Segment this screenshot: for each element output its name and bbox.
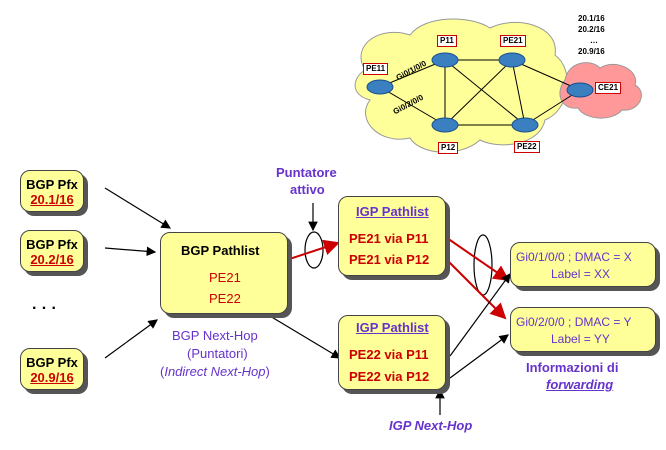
bgp-prefix-value: 20.9/16 — [30, 370, 74, 385]
igp-path-pe21-p12: PE21 via P12 — [349, 252, 430, 267]
forwarding-label: Label = XX — [551, 267, 611, 281]
bgp-prefix-value: 20.2/16 — [30, 252, 74, 267]
bgp-prefix-box-9: BGP Pfx 20.9/16 — [20, 348, 84, 390]
igp-pathlist-box-1: IGP Pathlist PE21 via P11 PE21 via P12 — [338, 196, 446, 276]
prefix-ellipsis: · · · — [32, 300, 57, 317]
topo-prefix-dots: … — [590, 36, 598, 45]
forwarding-info-label-2: forwarding — [546, 377, 614, 392]
igp-pathlist-title: IGP Pathlist — [356, 320, 429, 335]
router-label-pe22: PE22 — [514, 141, 540, 153]
bgp-prefix-box-2: BGP Pfx 20.2/16 — [20, 230, 84, 272]
router-label-pe21: PE21 — [500, 35, 526, 47]
router-label-p11: P11 — [437, 35, 457, 47]
arrow-pfx9 — [104, 319, 158, 359]
arrow-igp2-a — [449, 273, 511, 357]
igp-pathlist-box-2: IGP Pathlist PE22 via P11 PE22 via P12 — [338, 315, 446, 390]
forwarding-label: Label = YY — [551, 332, 610, 346]
bgp-pathlist-title: BGP Pathlist — [181, 243, 260, 258]
router-label-pe11: PE11 — [363, 63, 389, 75]
forwarding-interface: Gi0/2/0/0 ; DMAC = Y — [516, 315, 632, 329]
bgp-prefix-box-1: BGP Pfx 20.1/16 — [20, 170, 84, 212]
topo-prefix-2: 20.2/16 — [578, 25, 605, 34]
arrow-pfx1 — [104, 187, 172, 229]
ellipse-igp — [473, 234, 493, 296]
bgp-pathlist-box: BGP Pathlist PE21 PE22 — [160, 232, 288, 314]
bgp-prefix-title: BGP Pfx — [26, 355, 78, 370]
cloud-core — [354, 18, 568, 153]
forwarding-info-label: Informazioni di — [526, 360, 619, 375]
topo-prefix-9: 20.9/16 — [578, 47, 605, 56]
puntatore-label-2: attivo — [290, 182, 325, 197]
puntatore-label: Puntatore — [276, 165, 337, 180]
arrow-pfx2 — [104, 246, 157, 257]
topo-prefix-1: 20.1/16 — [578, 14, 605, 23]
router-label-p12: P12 — [438, 142, 459, 154]
bgp-nexthop-sub: (Puntatori) — [187, 346, 248, 361]
igp-pathlist-title: IGP Pathlist — [356, 204, 429, 219]
igp-nexthop-label: IGP Next-Hop — [389, 418, 473, 433]
bgp-prefix-title: BGP Pfx — [26, 177, 78, 192]
bgp-prefix-title: BGP Pfx — [26, 237, 78, 252]
forwarding-box-2: Gi0/2/0/0 ; DMAC = Y Label = YY — [510, 307, 656, 352]
bgp-nexthop-indirect: (Indirect Next-Hop) — [160, 364, 270, 379]
router-icons — [366, 52, 594, 133]
igp-path-pe22-p11: PE22 via P11 — [349, 347, 429, 362]
arrow-igp1-a — [446, 237, 510, 282]
forwarding-box-1: Gi0/1/0/0 ; DMAC = X Label = XX — [510, 242, 656, 287]
arrow-igp1-b — [446, 259, 507, 320]
bgp-pathlist-pe21: PE21 — [209, 270, 241, 285]
bgp-pathlist-pe22: PE22 — [209, 291, 241, 306]
igp-path-pe21-p11: PE21 via P11 — [349, 231, 429, 246]
router-label-ce21: CE21 — [595, 82, 622, 94]
forwarding-interface: Gi0/1/0/0 ; DMAC = X — [516, 250, 632, 264]
bgp-nexthop-label: BGP Next-Hop — [172, 328, 258, 343]
igp-path-pe22-p12: PE22 via P12 — [349, 369, 430, 384]
bgp-prefix-value: 20.1/16 — [30, 192, 74, 207]
arrow-igp2-b — [449, 334, 509, 379]
